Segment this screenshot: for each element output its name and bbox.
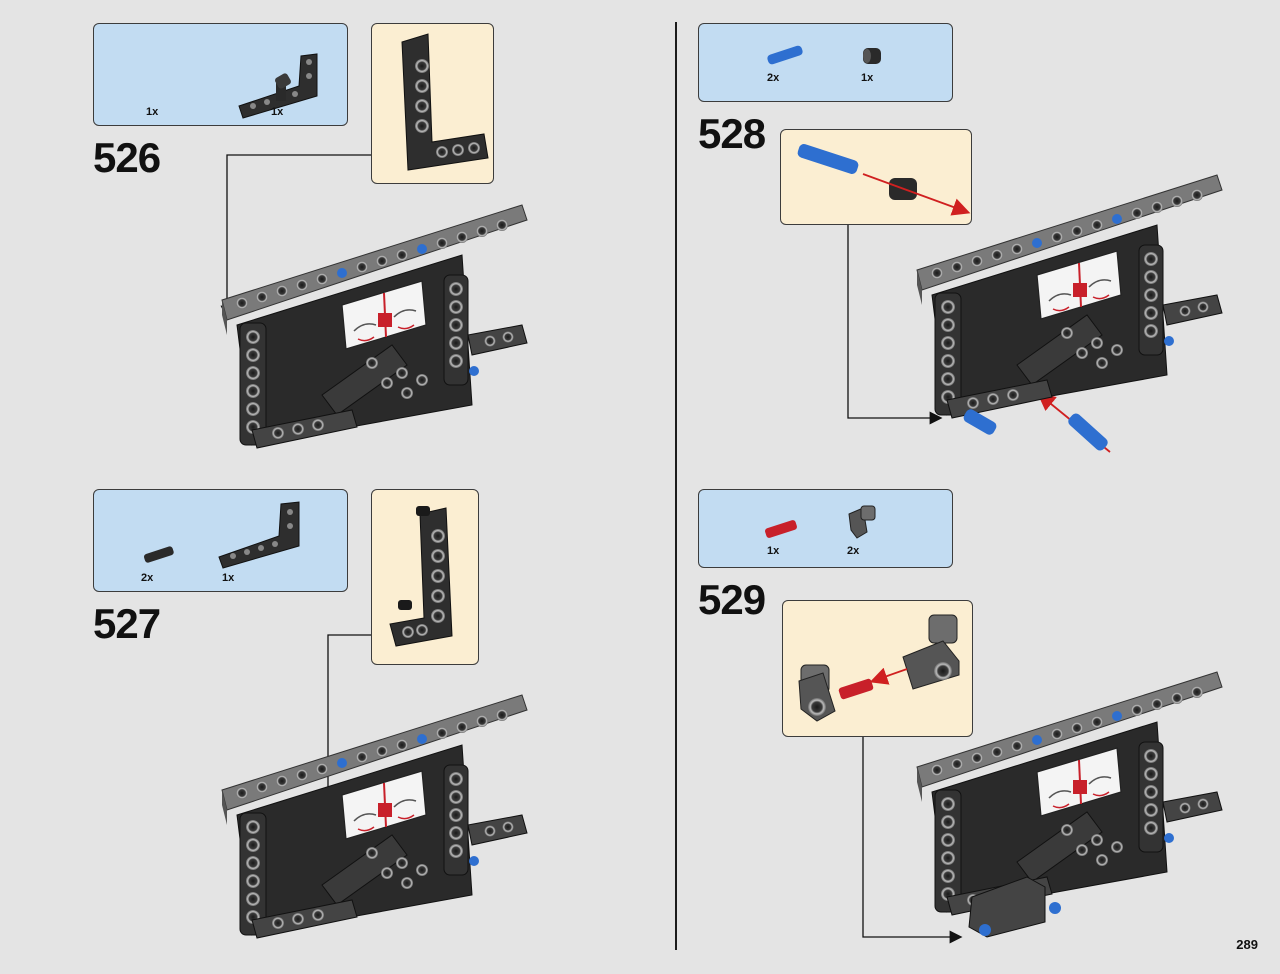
callout-526 bbox=[371, 23, 494, 184]
part-qty: 1x bbox=[861, 72, 874, 84]
part-qty: 2x bbox=[847, 545, 860, 557]
parts-list-527: 2x 1x bbox=[93, 489, 348, 592]
step-number: 526 bbox=[93, 134, 161, 181]
blue-pin-icon bbox=[767, 45, 803, 65]
red-axle-icon bbox=[765, 520, 797, 538]
callout-arrow bbox=[862, 737, 963, 944]
part-qty: 1x bbox=[767, 545, 780, 557]
angle-connector-icon bbox=[275, 73, 291, 101]
page-number: 289 bbox=[1236, 937, 1258, 952]
model-frame-529 bbox=[916, 671, 1223, 938]
part-qty: 1x bbox=[271, 106, 284, 118]
angle-connector-icon bbox=[848, 505, 876, 539]
model-frame-527 bbox=[221, 694, 528, 939]
angle-connectors-detail-icon bbox=[798, 614, 960, 722]
l-beam-detail-icon bbox=[401, 33, 489, 171]
parts-list-529: 1x 2x bbox=[698, 489, 953, 568]
model-frame-528 bbox=[916, 174, 1223, 451]
callout-arrow bbox=[220, 154, 371, 319]
callout-529 bbox=[782, 600, 973, 737]
part-qty: 2x bbox=[767, 72, 780, 84]
pin-bush-detail-icon bbox=[797, 144, 971, 216]
part-qty: 2x bbox=[141, 572, 154, 584]
page-divider bbox=[675, 22, 677, 950]
axle-pin-icon bbox=[143, 546, 174, 563]
parts-list-526: 1x 1x bbox=[93, 23, 348, 126]
step-number: 529 bbox=[698, 576, 766, 623]
step-number: 527 bbox=[93, 600, 161, 647]
callout-527 bbox=[371, 489, 479, 665]
part-qty: 1x bbox=[222, 572, 235, 584]
callout-528 bbox=[780, 129, 972, 225]
l-beam-detail-icon bbox=[389, 506, 453, 647]
model-frame-526 bbox=[221, 204, 528, 449]
step-number: 528 bbox=[698, 110, 766, 157]
callout-arrow bbox=[321, 634, 371, 803]
part-qty: 1x bbox=[146, 106, 159, 118]
parts-list-528: 2x 1x bbox=[698, 23, 953, 102]
bush-icon bbox=[863, 48, 881, 64]
l-beam-icon bbox=[218, 501, 300, 569]
